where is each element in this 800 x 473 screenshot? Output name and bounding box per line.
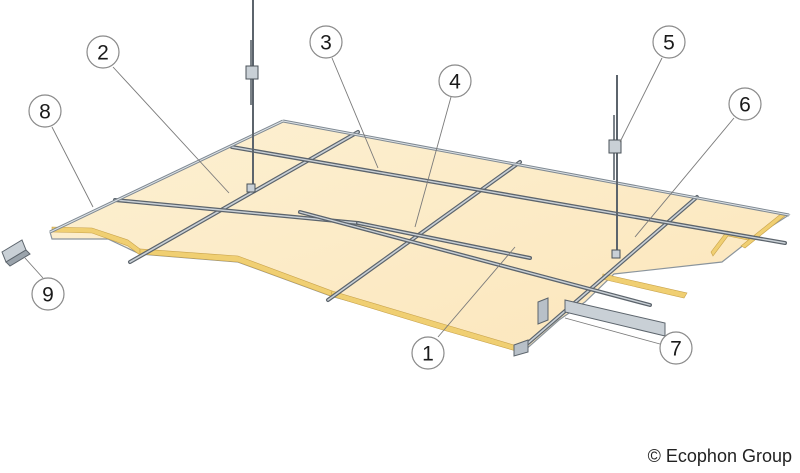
edge-trim (49, 119, 790, 234)
callout-8: 8 (28, 94, 62, 128)
svg-text:1: 1 (422, 343, 434, 366)
hanger-right (608, 75, 622, 259)
copyright-notice: © Ecophon Group (647, 446, 792, 466)
tile-edge-right-a (601, 273, 688, 299)
svg-text:8: 8 (39, 101, 51, 124)
callout-2: 2 (86, 35, 120, 69)
grid-cross-tees (113, 145, 787, 307)
callout-9: 9 (31, 277, 65, 311)
svg-text:3: 3 (320, 32, 332, 55)
svg-text:4: 4 (449, 71, 461, 94)
callout-7: 7 (659, 331, 693, 365)
svg-text:2: 2 (97, 42, 109, 65)
svg-text:7: 7 (670, 338, 682, 361)
callout-3: 3 (309, 25, 343, 59)
callout-4: 4 (438, 64, 472, 98)
hanger-left (245, 0, 259, 193)
wall-angle-part (1, 239, 31, 267)
callouts: 1 2 3 4 5 6 7 8 9 (28, 25, 762, 370)
svg-text:5: 5 (663, 32, 675, 55)
callout-1: 1 (411, 336, 445, 370)
callout-5: 5 (652, 25, 686, 59)
leader-lines (24, 57, 735, 345)
svg-text:9: 9 (42, 284, 54, 307)
svg-text:6: 6 (739, 94, 751, 117)
callout-6: 6 (728, 87, 762, 121)
